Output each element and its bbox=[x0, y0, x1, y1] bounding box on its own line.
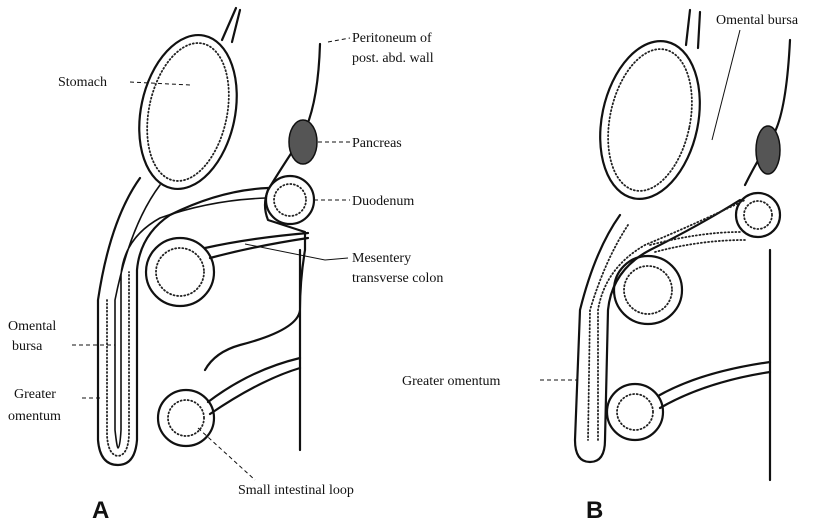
panel-label-a: A bbox=[92, 497, 109, 524]
pancreas-b bbox=[756, 126, 780, 174]
stomach-lining-a bbox=[135, 35, 240, 188]
stomach-outline-b bbox=[586, 32, 713, 208]
transverse-colon-inner-a bbox=[156, 248, 204, 296]
label-mesentery-2: transverse colon bbox=[352, 271, 443, 286]
label-greater-omentum-2: omentum bbox=[8, 409, 61, 424]
small-intestine-inner-a bbox=[168, 400, 204, 436]
duodenum-inner-a bbox=[274, 184, 306, 216]
small-intestine-inner-b bbox=[617, 394, 653, 430]
stomach-outline-a bbox=[126, 26, 250, 198]
label-small-intestinal-loop: Small intestinal loop bbox=[238, 483, 354, 498]
leader-peritoneum bbox=[328, 38, 350, 42]
esophagus-b bbox=[686, 10, 700, 48]
small-intestine-outer-a bbox=[158, 390, 214, 446]
label-omental-bursa-b: Omental bursa bbox=[716, 13, 799, 28]
label-peritoneum-2: post. abd. wall bbox=[352, 51, 434, 66]
panel-a: Stomach Peritoneum of post. abd. wall Pa… bbox=[8, 8, 443, 524]
duodenum-inner-b bbox=[744, 201, 772, 229]
small-intestine-outer-b bbox=[607, 384, 663, 440]
label-duodenum: Duodenum bbox=[352, 194, 414, 209]
posterior-wall-b bbox=[745, 40, 790, 480]
mesentery-fused-dots-b bbox=[650, 232, 745, 252]
leader-stomach bbox=[130, 82, 190, 85]
label-greater-omentum-1: Greater bbox=[14, 387, 56, 402]
label-peritoneum-1: Peritoneum of bbox=[352, 31, 432, 46]
pancreas-a bbox=[289, 120, 317, 164]
omental-bursa-dots-a bbox=[107, 272, 129, 456]
mesentery-transverse-colon-a bbox=[205, 233, 308, 258]
small-intestine-mesentery-b bbox=[658, 362, 770, 408]
duodenum-outer-b bbox=[736, 193, 780, 237]
panel-label-b: B bbox=[586, 497, 603, 524]
label-omental-bursa-1: Omental bbox=[8, 319, 56, 334]
label-pancreas: Pancreas bbox=[352, 136, 402, 151]
small-intestine-mesentery-a bbox=[208, 358, 300, 414]
label-stomach: Stomach bbox=[58, 75, 107, 90]
transverse-colon-inner-b bbox=[624, 266, 672, 314]
label-greater-omentum-b: Greater omentum bbox=[402, 374, 500, 389]
greater-omentum-outer-a bbox=[98, 178, 268, 465]
label-omental-bursa-2: bursa bbox=[12, 339, 43, 354]
panel-b: Omental bursa Greater omentum B bbox=[402, 10, 799, 524]
leader-omental-bursa-b bbox=[712, 30, 740, 140]
stomach-lining-b bbox=[596, 41, 704, 198]
label-mesentery-1: Mesentery bbox=[352, 251, 411, 266]
esophagus-a bbox=[222, 8, 240, 42]
